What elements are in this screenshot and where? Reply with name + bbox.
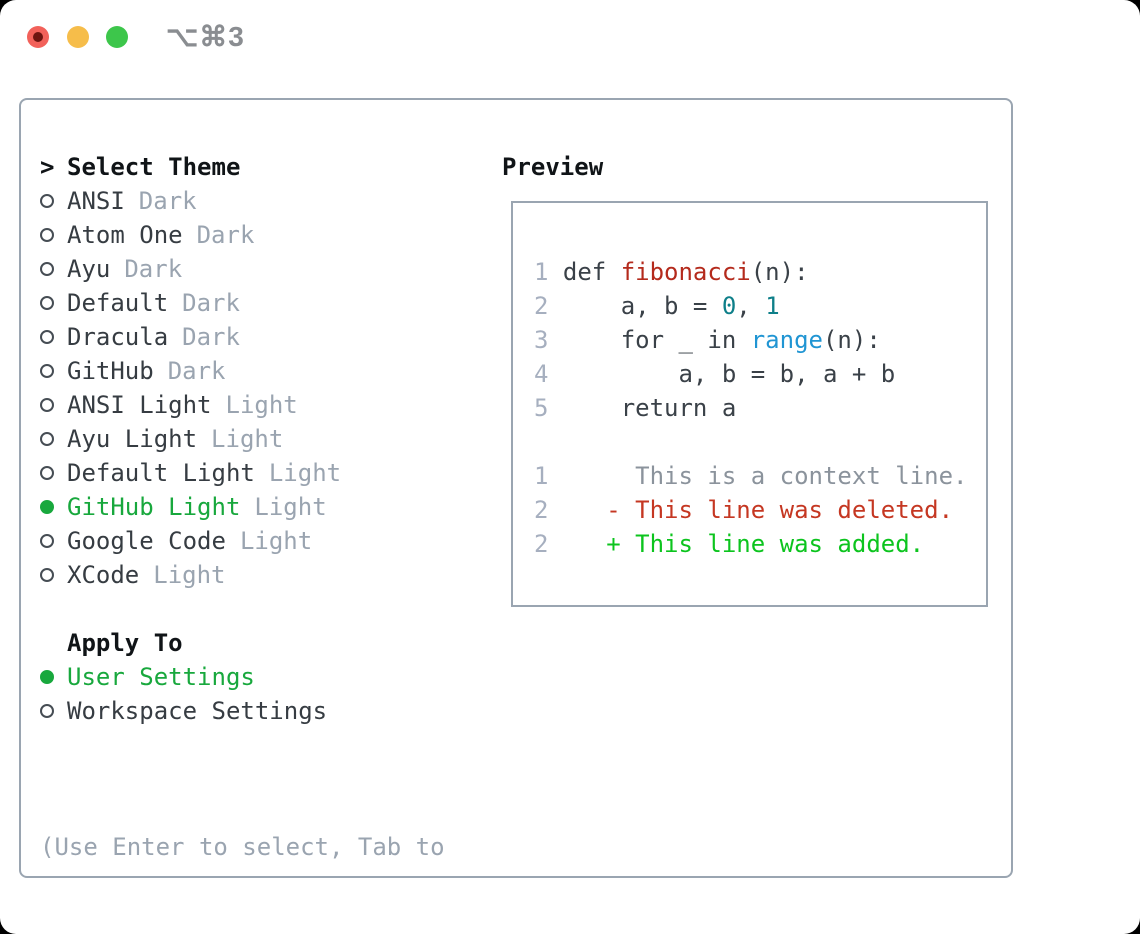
preview-title: Preview [502,153,604,181]
theme-option-google-code-light[interactable]: Google Code Light [40,524,341,558]
theme-option-default-dark[interactable]: Default Dark [40,286,341,320]
keyboard-hint: (Use Enter to select, Tab to change focu… [40,762,445,934]
line-number: 4 [534,360,549,388]
theme-name: ANSI [67,187,125,215]
theme-variant: Dark [182,323,240,351]
radio-selected-icon [40,670,54,684]
radio-icon [40,534,54,548]
theme-list-title: Select Theme [67,153,241,181]
radio-icon [40,398,54,412]
theme-name: Default Light [67,459,255,487]
theme-name: Google Code [67,527,226,555]
theme-name: Atom One [67,221,183,249]
theme-option-ansi-dark[interactable]: ANSI Dark [40,184,341,218]
radio-icon [40,194,54,208]
diff-deleted-line: 2 - This line was deleted. [534,493,967,527]
apply-option-label: User Settings [67,663,255,691]
theme-variant: Light [225,391,298,419]
theme-name: Ayu Light [67,425,198,453]
radio-icon [40,568,54,582]
radio-icon [40,364,54,378]
theme-option-dracula-dark[interactable]: Dracula Dark [40,320,341,354]
line-number: 3 [534,326,549,354]
theme-name: XCode [67,561,140,589]
apply-to-header: Apply To [40,626,327,660]
theme-name: ANSI Light [67,391,212,419]
line-number: 2 [534,530,549,558]
apply-to-title: Apply To [67,629,183,657]
code-line: 5 return a [534,391,967,425]
diff-context-line: 1 This is a context line. [534,459,967,493]
theme-list-header: > Select Theme [40,150,341,184]
theme-variant: Light [268,459,342,487]
theme-name: Default [67,289,169,317]
radio-icon [40,704,54,718]
line-number: 2 [534,292,549,320]
zoom-button[interactable] [106,26,128,48]
theme-option-ayu-dark[interactable]: Ayu Dark [40,252,341,286]
radio-icon [40,330,54,344]
code-line: 2 a, b = 0, 1 [534,289,967,323]
diff-added-line: 2 + This line was added. [534,527,967,561]
line-number: 5 [534,394,549,422]
theme-variant: Light [211,425,284,453]
theme-variant: Dark [138,187,197,215]
radio-icon [40,296,54,310]
theme-list: > Select Theme ANSI Dark Atom One Dark A… [40,150,341,592]
theme-dialog: > Select Theme ANSI Dark Atom One Dark A… [19,98,1013,878]
code-line-blank [534,425,967,459]
theme-name: GitHub Light [67,493,241,521]
prompt-icon: > [40,153,55,181]
theme-variant: Light [239,527,313,555]
theme-option-atom-one-dark[interactable]: Atom One Dark [40,218,341,252]
theme-variant: Light [254,493,327,521]
apply-option-label: Workspace Settings [67,697,328,725]
theme-variant: Dark [167,357,226,385]
radio-icon [40,466,54,480]
radio-selected-icon [40,500,54,514]
code-line: 3 for _ in range(n): [534,323,967,357]
radio-icon [40,228,54,242]
apply-option-workspace-settings[interactable]: Workspace Settings [40,694,327,728]
window-title-shortcut: ⌥⌘3 [166,21,245,52]
theme-name: Ayu [67,255,111,283]
line-number: 2 [534,496,549,524]
minimize-button[interactable] [67,26,89,48]
theme-option-xcode-light[interactable]: XCode Light [40,558,341,592]
apply-option-user-settings[interactable]: User Settings [40,660,327,694]
keyboard-hint-line1: (Use Enter to select, Tab to [40,833,445,861]
close-dot-icon [33,32,43,42]
theme-option-ayu-light[interactable]: Ayu Light Light [40,422,341,456]
radio-icon [40,262,54,276]
theme-variant: Light [153,561,226,589]
theme-option-github-light[interactable]: GitHub Light Light [40,490,341,524]
code-line: 4 a, b = b, a + b [534,357,967,391]
theme-name: Dracula [67,323,169,351]
theme-option-default-light[interactable]: Default Light Light [40,456,341,490]
radio-icon [40,432,54,446]
theme-name: GitHub [67,357,154,385]
theme-variant: Dark [182,289,240,317]
theme-variant: Dark [124,255,183,283]
theme-option-ansi-light[interactable]: ANSI Light Light [40,388,341,422]
theme-variant: Dark [196,221,255,249]
line-number: 1 [534,258,549,286]
theme-option-github-dark[interactable]: GitHub Dark [40,354,341,388]
close-button[interactable] [27,26,49,48]
apply-to-section: Apply To User Settings Workspace Setting… [40,626,327,728]
line-number: 1 [534,462,549,490]
